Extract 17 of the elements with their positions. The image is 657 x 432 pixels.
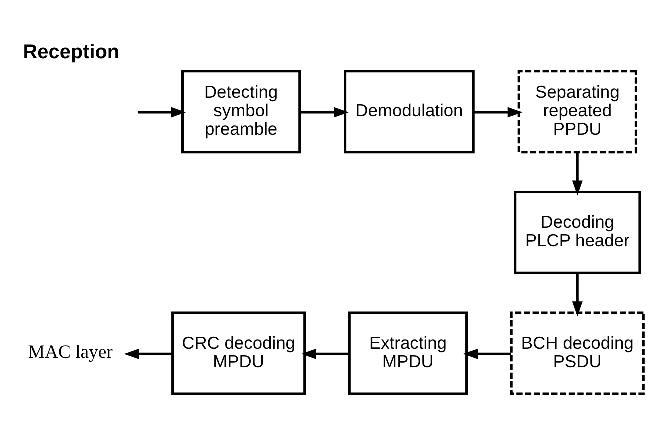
arrow <box>572 272 583 316</box>
arrow <box>138 106 186 118</box>
node-box: Demodulation <box>344 70 475 154</box>
diagram-title: Reception <box>23 41 120 64</box>
arrow <box>302 348 350 359</box>
node-box: Extracting MPDU <box>348 311 468 395</box>
node-text: MAC layer <box>28 341 113 362</box>
node-box: Detecting symbol preamble <box>182 70 302 154</box>
node-box: BCH decoding PSDU <box>510 311 645 395</box>
node-box: CRC decoding MPDU <box>172 311 306 395</box>
arrow <box>572 152 583 196</box>
arrow <box>300 106 350 118</box>
arrow <box>474 106 523 118</box>
node-box: Decoding PLCP header <box>514 190 642 274</box>
node-box: Separating repeated PPDU <box>518 70 638 154</box>
arrow <box>463 348 512 359</box>
arrow <box>124 348 172 359</box>
